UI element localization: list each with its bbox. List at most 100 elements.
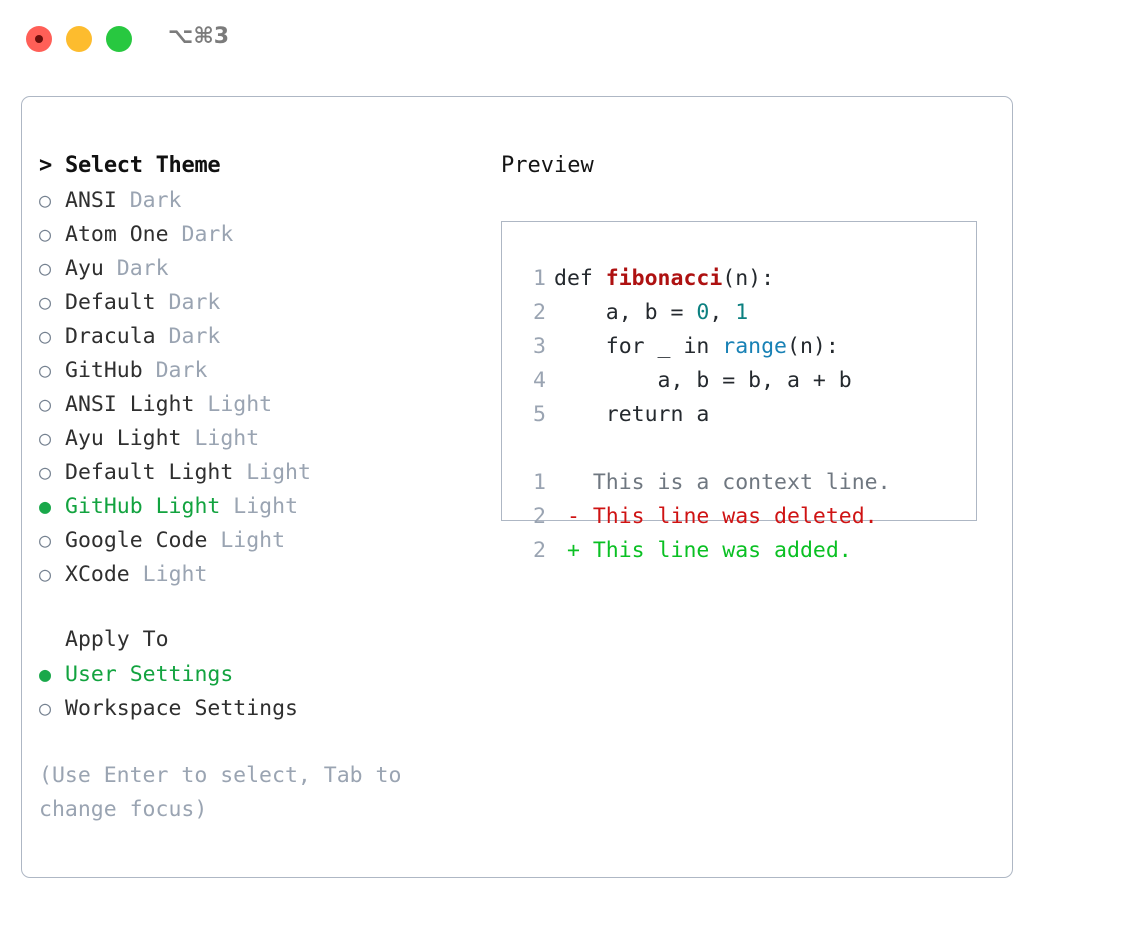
theme-variant-badge: Light — [207, 528, 286, 553]
theme-option-xcode[interactable]: ○ XCode Light — [39, 557, 479, 591]
diff-line-text: This is a context line. — [554, 470, 891, 495]
theme-option-google-code[interactable]: ○ Google Code Light — [39, 523, 479, 557]
theme-name: XCode — [65, 562, 130, 587]
theme-name: ANSI Light — [65, 392, 195, 417]
radio-unselected-icon: ○ — [39, 460, 52, 484]
preview-header: Preview — [501, 153, 594, 178]
theme-list-column: >Select Theme ○ANSI Dark○Atom One Dark○A… — [39, 149, 479, 827]
theme-option-ansi-light[interactable]: ○ ANSI Light Light — [39, 387, 479, 421]
theme-variant-badge: Light — [233, 460, 311, 485]
diff-line-number: 2 — [533, 538, 546, 563]
theme-option-default-light[interactable]: ○ Default Light Light — [39, 455, 479, 489]
apply-to-header: Apply To — [65, 627, 169, 652]
theme-name: Default — [65, 290, 156, 315]
radio-unselected-icon: ○ — [39, 426, 52, 450]
code-token-kw: (n): — [722, 266, 775, 291]
radio-unselected-icon: ○ — [39, 358, 52, 382]
theme-name: Atom One — [65, 222, 169, 247]
apply-to-option-list[interactable]: ●User Settings ○ Workspace Settings — [39, 657, 479, 725]
diff-line-number: 2 — [533, 504, 546, 529]
radio-unselected-icon: ○ — [39, 562, 52, 586]
theme-variant-badge: Light — [194, 392, 273, 417]
theme-variant-badge: Light — [220, 494, 299, 519]
keyboard-shortcut-label: ⌥⌘3 — [168, 24, 230, 49]
theme-option-dracula[interactable]: ○ Dracula Dark — [39, 319, 479, 353]
select-theme-header: > Select Theme — [39, 149, 479, 183]
radio-unselected-icon: ○ — [39, 392, 52, 416]
theme-option-default[interactable]: ○Default Dark — [39, 285, 479, 319]
theme-option-ayu[interactable]: ○ Ayu Dark — [39, 251, 479, 285]
prompt-caret-icon: > — [39, 153, 52, 178]
code-line-number: 1 — [533, 266, 546, 291]
theme-name: Dracula — [65, 324, 156, 349]
code-line-number: 3 — [533, 334, 546, 359]
code-line: 1 def fibonacci(n): — [520, 262, 976, 296]
diff-sample: 1 This is a context line.2 - This line w… — [520, 466, 976, 568]
select-theme-label: Select Theme — [65, 153, 221, 178]
apply-to-label: Workspace Settings — [65, 696, 298, 721]
code-token-num: 1 — [735, 300, 749, 325]
radio-unselected-icon: ○ — [39, 256, 52, 280]
code-line-number: 5 — [533, 402, 546, 427]
code-token-kw: def — [554, 266, 606, 291]
theme-variant-badge: Dark — [155, 324, 221, 349]
diff-line-add: 2 + This line was added. — [520, 534, 976, 568]
theme-option-ayu-light[interactable]: ○ Ayu Light Light — [39, 421, 479, 455]
diff-line-text: - This line was deleted. — [554, 504, 878, 529]
apply-to-option-user-settings[interactable]: ●User Settings — [39, 657, 479, 691]
minimize-button[interactable] — [66, 26, 92, 52]
code-line-number: 2 — [533, 300, 546, 325]
theme-name: GitHub Light — [65, 494, 221, 519]
theme-variant-badge: Dark — [103, 256, 169, 281]
theme-option-ansi[interactable]: ○ANSI Dark — [39, 183, 479, 217]
theme-variant-badge: Light — [129, 562, 208, 587]
radio-unselected-icon: ○ — [39, 696, 52, 720]
code-token-fn: fibonacci — [605, 266, 723, 291]
theme-name: Ayu Light — [65, 426, 182, 451]
close-button[interactable] — [26, 26, 52, 52]
theme-selector-panel: >Select Theme ○ANSI Dark○Atom One Dark○A… — [21, 96, 1013, 878]
code-token-kw: a, b = b, a + b — [554, 368, 852, 393]
theme-name: ANSI — [65, 188, 117, 213]
code-line: 2 a, b = 0, 1 — [520, 296, 976, 330]
theme-variant-badge: Light — [181, 426, 260, 451]
code-line-number: 4 — [533, 368, 546, 393]
code-token-kw: a, b = — [554, 300, 697, 325]
keyboard-hint-text: (Use Enter to select, Tab to change focu… — [39, 763, 402, 822]
diff-line-number: 1 — [533, 470, 546, 495]
theme-variant-badge: Dark — [155, 290, 221, 315]
title-bar: ⌥⌘3 — [0, 0, 1140, 78]
apply-to-label: User Settings — [65, 662, 234, 687]
diff-line-text: + This line was added. — [554, 538, 852, 563]
theme-option-github[interactable]: ○ GitHub Dark — [39, 353, 479, 387]
diff-line-del: 2 - This line was deleted. — [520, 500, 976, 534]
theme-name: GitHub — [65, 358, 143, 383]
apply-to-option-workspace-settings[interactable]: ○ Workspace Settings — [39, 691, 479, 725]
theme-variant-badge: Dark — [116, 188, 182, 213]
code-line: 3 for _ in range(n): — [520, 330, 976, 364]
code-token-call: range — [722, 334, 788, 359]
theme-option-list[interactable]: ○ANSI Dark○Atom One Dark○Ayu Dark○Defaul… — [39, 183, 479, 591]
code-token-kw: return a — [554, 402, 710, 427]
code-token-kw: , — [709, 300, 736, 325]
theme-option-atom-one[interactable]: ○Atom One Dark — [39, 217, 479, 251]
maximize-button[interactable] — [106, 26, 132, 52]
diff-line-ctx: 1 This is a context line. — [520, 466, 976, 500]
code-token-kw: (n): — [787, 334, 839, 359]
radio-selected-icon: ● — [39, 494, 52, 518]
radio-unselected-icon: ○ — [39, 528, 52, 552]
theme-option-github-light[interactable]: ● GitHub Light Light — [39, 489, 479, 523]
theme-name: Google Code — [65, 528, 208, 553]
radio-unselected-icon: ○ — [39, 324, 52, 348]
theme-variant-badge: Dark — [142, 358, 208, 383]
record-indicator-icon — [35, 35, 43, 43]
code-line: 4 a, b = b, a + b — [520, 364, 976, 398]
code-token-kw: for _ in — [554, 334, 723, 359]
radio-unselected-icon: ○ — [39, 222, 52, 246]
theme-name: Default Light — [65, 460, 234, 485]
theme-name: Ayu — [65, 256, 104, 281]
code-line: 5 return a — [520, 398, 976, 432]
